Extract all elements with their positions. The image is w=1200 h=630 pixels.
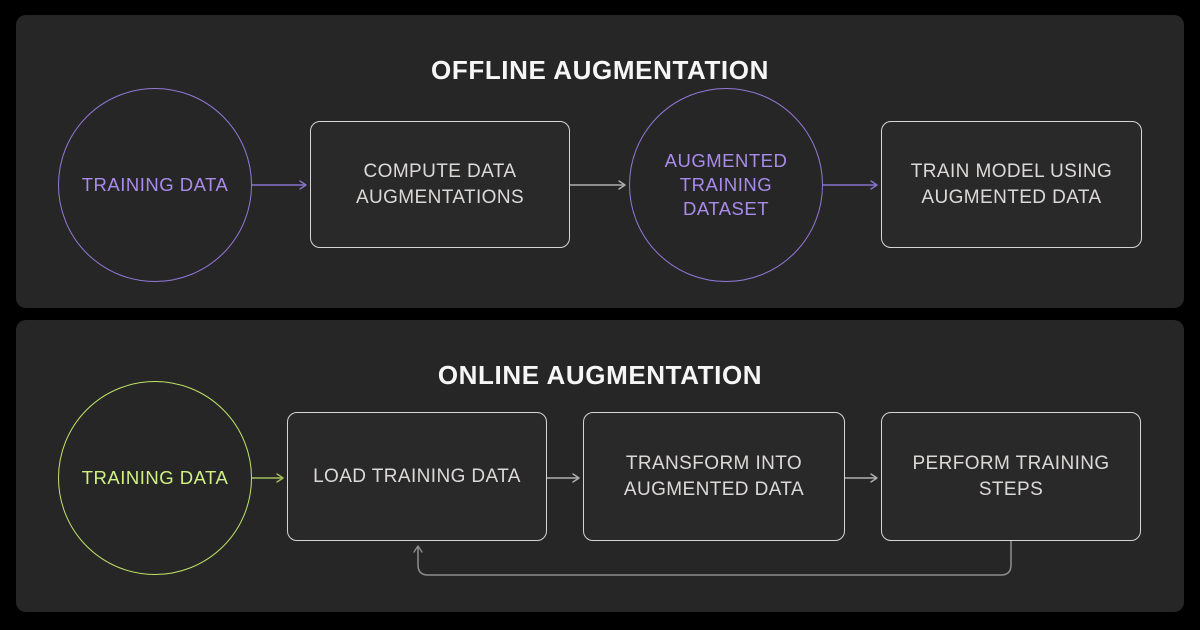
feedback-loop-arrow: [413, 541, 1012, 576]
load-training-data-box: LOAD TRAINING DATA: [287, 412, 547, 541]
offline-training-data-circle: TRAINING DATA: [58, 88, 252, 282]
node-label: TRAIN MODEL USING AUGMENTED DATA: [911, 159, 1112, 211]
node-label-line: TRAINING DATA: [81, 467, 229, 488]
online-augmentation-panel: ONLINE AUGMENTATION TRAINING DATA: [16, 320, 1184, 612]
node-label-line: LOAD TRAINING DATA: [313, 465, 521, 487]
offline-augmentation-panel: OFFLINE AUGMENTATION TRAINING DATA COMPU…: [16, 15, 1184, 308]
node-label: AUGMENTED TRAINING DATASET: [665, 149, 788, 221]
perform-training-steps-box: PERFORM TRAINING STEPS: [881, 412, 1141, 541]
node-label-line: STEPS: [978, 478, 1044, 500]
train-model-box: TRAIN MODEL USING AUGMENTED DATA: [881, 121, 1142, 248]
node-label: LOAD TRAINING DATA: [313, 464, 521, 490]
compute-data-augmentations-box: COMPUTE DATA AUGMENTATIONS: [310, 121, 570, 248]
node-label-line: TRAIN MODEL USING: [910, 160, 1113, 182]
node-label-line: AUGMENTATIONS: [355, 186, 525, 208]
augmented-training-dataset-circle: AUGMENTED TRAINING DATASET: [629, 88, 823, 282]
node-label: TRANSFORM INTO AUGMENTED DATA: [624, 451, 804, 503]
transform-into-augmented-data-box: TRANSFORM INTO AUGMENTED DATA: [583, 412, 845, 541]
node-label: COMPUTE DATA AUGMENTATIONS: [356, 159, 524, 211]
node-label-line: TRANSFORM INTO: [625, 452, 803, 474]
node-label: TRAINING DATA: [82, 466, 229, 490]
offline-panel-title: OFFLINE AUGMENTATION: [431, 55, 769, 86]
node-label-line: AUGMENTED: [664, 150, 788, 171]
node-label-line: AUGMENTED DATA: [623, 478, 805, 500]
node-label: PERFORM TRAINING STEPS: [912, 451, 1109, 503]
node-label-line: PERFORM TRAINING: [912, 452, 1110, 474]
online-training-data-circle: TRAINING DATA: [58, 381, 252, 575]
node-label-line: COMPUTE DATA: [363, 160, 517, 182]
node-label: TRAINING DATA: [82, 173, 229, 197]
node-label-line: AUGMENTED DATA: [921, 186, 1102, 208]
node-label-line: TRAINING DATA: [81, 174, 229, 195]
online-panel-title: ONLINE AUGMENTATION: [437, 360, 763, 391]
node-label-line: TRAINING: [679, 174, 773, 195]
node-label-line: DATASET: [682, 198, 770, 219]
